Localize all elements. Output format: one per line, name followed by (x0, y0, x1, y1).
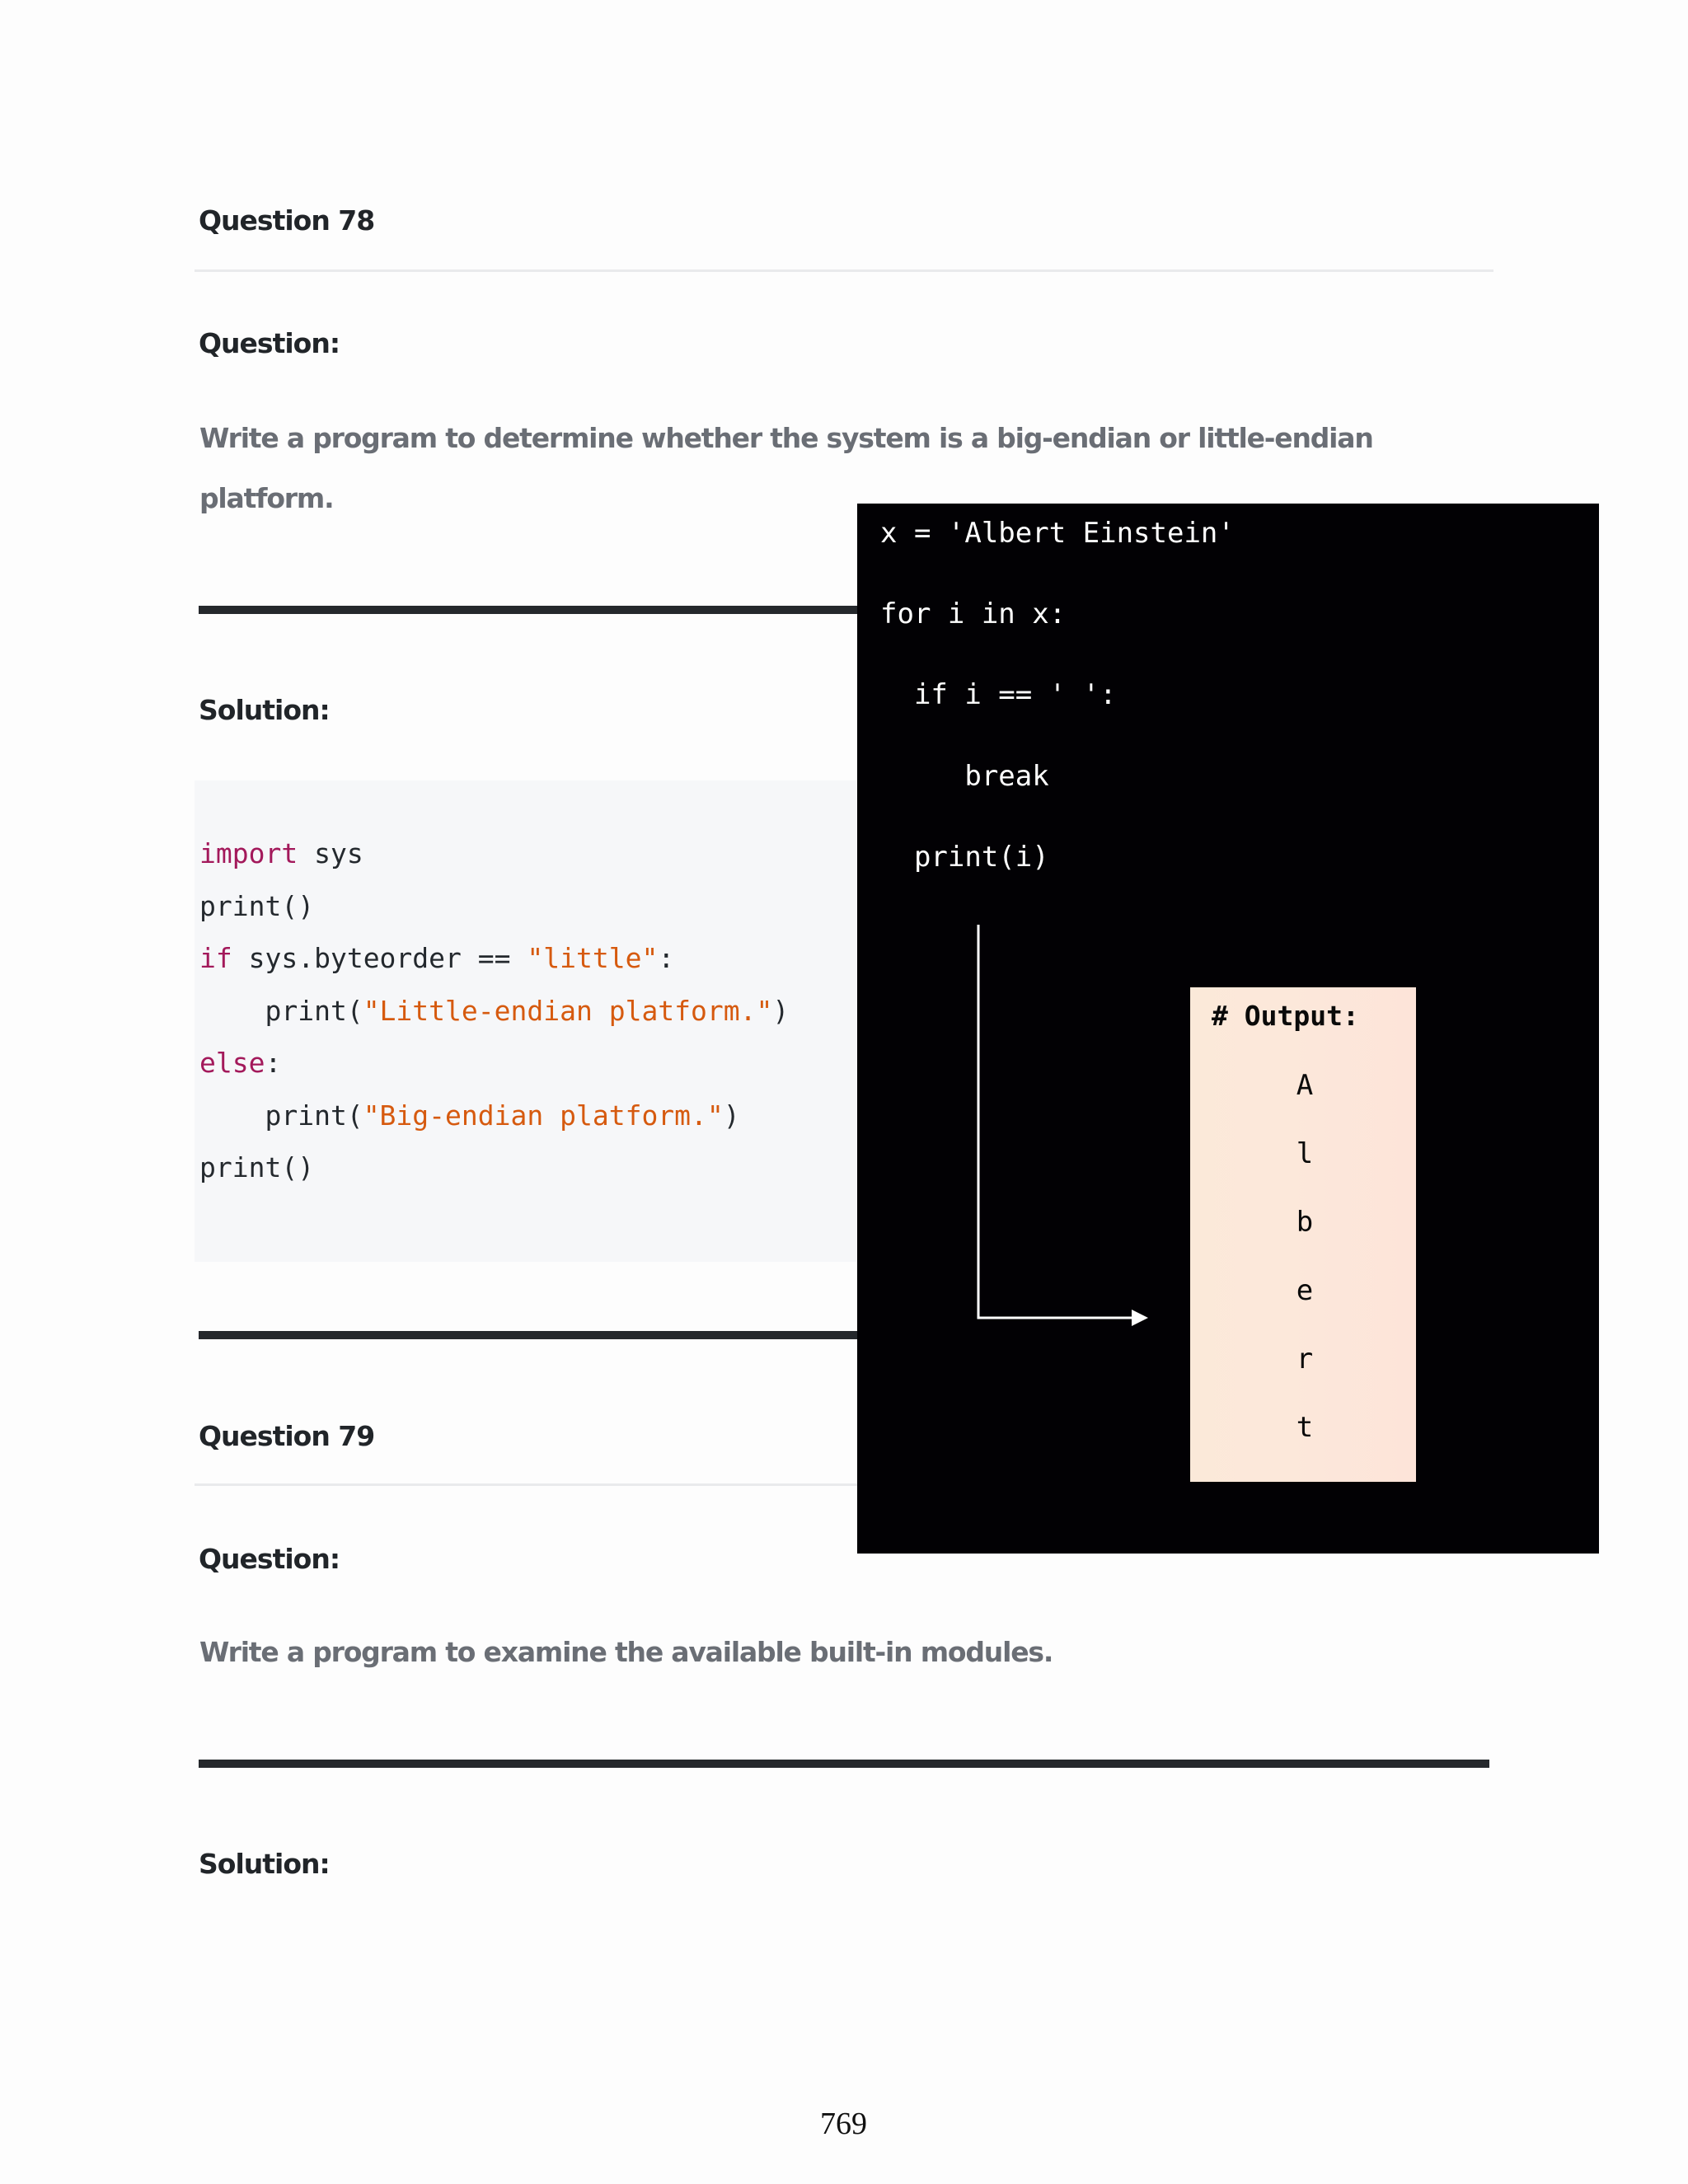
code-text: : (265, 1047, 282, 1079)
example-code-line: if i == ' ': (880, 678, 1117, 711)
code-text: print() (199, 1151, 315, 1183)
question-79-label: Question: (199, 1543, 340, 1575)
code-keyword: import (199, 837, 298, 869)
page-number: 769 (820, 2107, 867, 2141)
code-line: if sys.byteorder == "little": (199, 942, 674, 975)
code-text: print() (199, 889, 315, 922)
code-string: "little" (527, 942, 659, 974)
code-string: "Little-endian platform." (363, 994, 773, 1027)
code-text: print( (199, 1099, 363, 1132)
section-divider (199, 1331, 1493, 1339)
question-79-solution-label: Solution: (199, 1848, 331, 1880)
code-line: print("Little-endian platform.") (199, 995, 789, 1028)
output-char: A (1296, 1069, 1314, 1102)
code-line: print() (199, 890, 314, 923)
example-code-line: print(i) (880, 841, 1049, 874)
question-78-text-line1: Write a program to determine whether the… (199, 422, 1374, 454)
section-divider (199, 1760, 1489, 1768)
code-text: ) (723, 1099, 740, 1132)
output-char: b (1296, 1206, 1314, 1239)
question-78-solution-label: Solution: (199, 694, 331, 726)
code-keyword: else (199, 1047, 265, 1079)
example-code-line: x = 'Albert Einstein' (880, 517, 1235, 550)
elbow-arrow-icon (977, 925, 1148, 1326)
code-line: print("Big-endian platform.") (199, 1099, 740, 1132)
code-string: "Big-endian platform." (363, 1099, 724, 1132)
example-code-panel: x = 'Albert Einstein' for i in x: if i =… (857, 504, 1599, 1554)
output-box: # Output: A l b e r t (1190, 987, 1416, 1482)
question-78-label: Question: (199, 327, 340, 359)
code-line: print() (199, 1151, 314, 1184)
section-divider (199, 606, 1493, 614)
code-text: ) (772, 994, 790, 1027)
output-header: # Output: (1212, 1000, 1359, 1032)
example-code-line: for i in x: (880, 598, 1067, 630)
question-78-text-line2: platform. (199, 482, 335, 514)
title-divider (195, 269, 1493, 272)
question-79-title: Question 79 (199, 1420, 375, 1452)
output-char: e (1296, 1274, 1314, 1307)
output-char: r (1296, 1343, 1314, 1376)
code-text: sys.byteorder == (232, 942, 528, 974)
output-char: t (1296, 1411, 1314, 1444)
code-text: : (658, 942, 675, 974)
code-text: sys (298, 837, 363, 869)
code-text: print( (199, 994, 363, 1027)
title-divider (195, 1483, 1493, 1486)
code-line: else: (199, 1047, 281, 1080)
question-78-title: Question 78 (199, 204, 375, 237)
question-79-text: Write a program to examine the available… (199, 1636, 1053, 1668)
output-char: l (1296, 1137, 1314, 1170)
code-keyword: if (199, 942, 232, 974)
example-code-line: break (880, 760, 1049, 793)
code-line: import sys (199, 837, 363, 870)
